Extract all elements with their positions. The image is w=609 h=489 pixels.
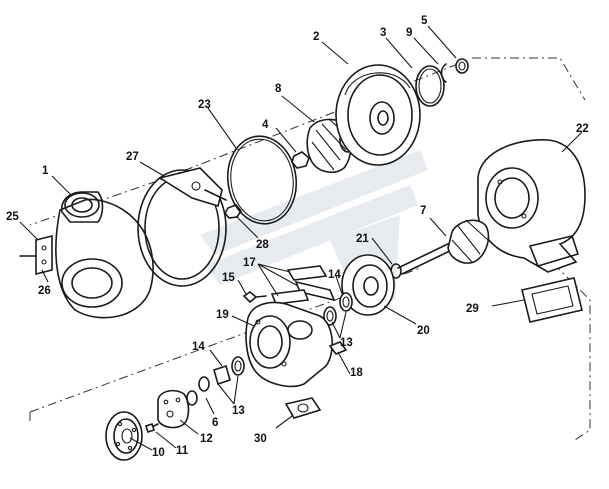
compressor-housing: [55, 191, 154, 319]
callout-28: 28: [256, 239, 269, 251]
center-housing: [245, 301, 333, 388]
callout-21: 21: [356, 233, 369, 245]
callout-27: 27: [126, 151, 139, 163]
seal-ring: [415, 65, 445, 107]
thrust-plate: [157, 389, 190, 429]
callout-11: 11: [176, 445, 189, 457]
callout-12: 12: [200, 433, 213, 445]
callout-6: 6: [212, 417, 218, 429]
lock-plates: [270, 265, 336, 305]
callout-2: 2: [313, 31, 319, 43]
insert: [455, 58, 469, 74]
callout-29: 29: [466, 303, 479, 315]
bolt: [242, 291, 267, 304]
callout-17: 17: [243, 257, 256, 269]
o-ring-large: [226, 135, 298, 225]
callout-8: 8: [275, 83, 282, 95]
callout-14-right: 14: [328, 269, 341, 281]
callout-20: 20: [417, 325, 430, 337]
callout-15: 15: [222, 272, 235, 284]
callout-26: 26: [38, 285, 51, 297]
mounting-bracket: [19, 234, 53, 276]
backplate: [335, 64, 421, 166]
thrust-bearing-right: [339, 292, 353, 312]
callout-5: 5: [421, 15, 428, 27]
callout-3: 3: [380, 27, 386, 39]
heat-shield: [341, 254, 395, 316]
wheel-nut: [291, 151, 310, 169]
v-band-clamp: [137, 167, 227, 287]
screw: [144, 422, 159, 434]
turbine-housing: [477, 139, 586, 273]
clamp-nut: [224, 204, 242, 219]
journal-bearing-left: [198, 356, 245, 392]
callout-22: 22: [576, 123, 589, 135]
thrust-collar: [186, 390, 198, 406]
callout-9: 9: [406, 27, 412, 39]
turbine-wheel-shaft: [397, 219, 490, 275]
callout-4: 4: [262, 119, 269, 131]
callout-18: 18: [350, 367, 363, 379]
callout-19: 19: [216, 309, 229, 321]
callout-30: 30: [254, 433, 267, 445]
callout-13-left: 13: [232, 405, 245, 417]
callout-7: 7: [420, 205, 426, 217]
compressor-insert-plate: [105, 411, 143, 461]
callout-10: 10: [152, 447, 165, 459]
leader-lines: [19, 25, 583, 451]
callout-13-right: 13: [340, 337, 353, 349]
exhaust-gasket: [521, 277, 583, 323]
callout-14-left: 14: [192, 341, 205, 353]
callout-1: 1: [42, 165, 49, 177]
callout-labels: 1 2 3 4 5 6 7 8 9 10 11 12 13 13 14 14 1…: [6, 15, 589, 459]
retaining-ring: [440, 63, 447, 83]
callout-25: 25: [6, 211, 19, 223]
plug: [328, 341, 348, 355]
oil-drain-gasket: [284, 397, 322, 419]
callout-23: 23: [198, 99, 211, 111]
